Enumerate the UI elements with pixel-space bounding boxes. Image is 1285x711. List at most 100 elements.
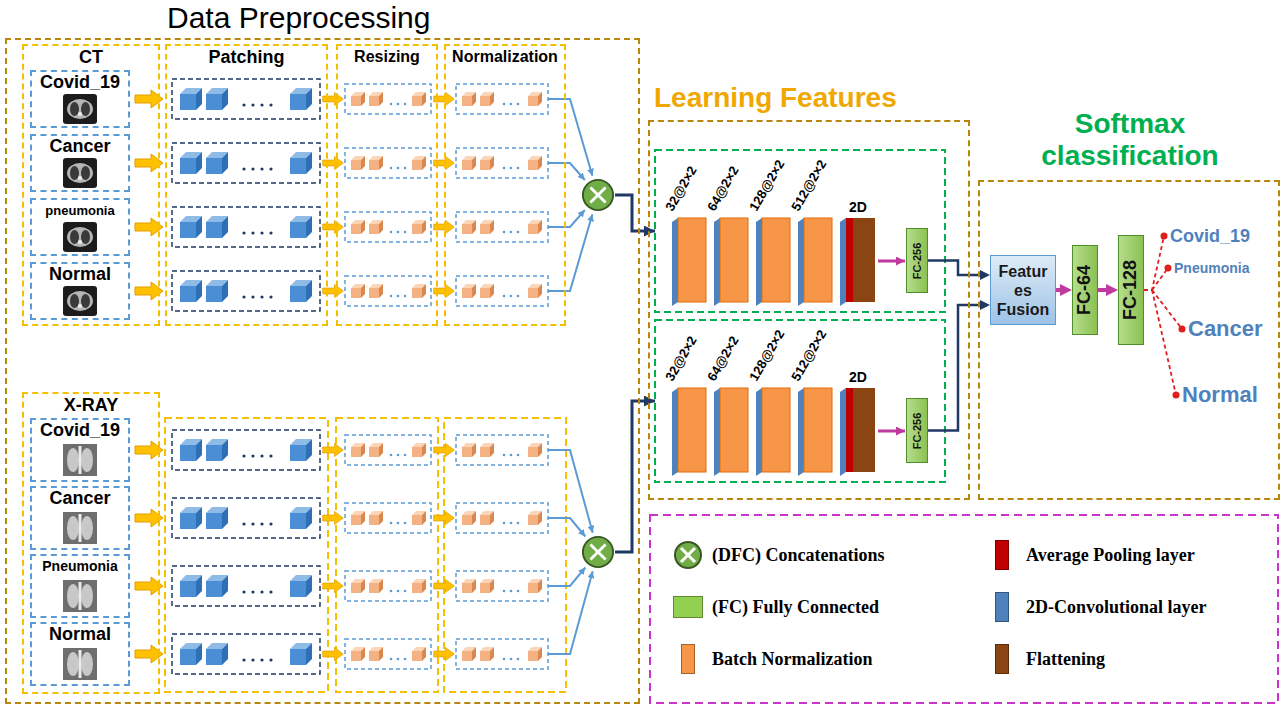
group-box: Covid_19Cancer pneumoniaNormal CT (22, 44, 160, 326)
region-heading: Learning Features (654, 82, 964, 114)
image-box: Cancer (30, 134, 130, 192)
legend-sample (668, 644, 708, 674)
scan-thumbnails (63, 286, 97, 316)
legend-swatch (995, 592, 1009, 622)
legend-text: Batch Normalization (712, 649, 872, 670)
concat-wires (548, 571, 593, 654)
fc-layer-box: FC-64 (1072, 245, 1098, 335)
layer-label: 32@2×2 (662, 333, 700, 384)
output-leaders (1173, 392, 1180, 399)
scan-thumbnails (63, 444, 97, 476)
layer-label: 64@2×2 (704, 163, 742, 214)
legend-sample (668, 592, 708, 622)
layer-name: FC-256 (911, 242, 923, 279)
layer-label: 32@2×2 (662, 163, 700, 214)
preprocessing-rows (135, 634, 548, 674)
group-heading: X-RAY (24, 395, 158, 415)
image-label: pneumonia (32, 200, 128, 221)
concat-wires (548, 99, 593, 654)
scan-thumbnails (63, 94, 97, 124)
preprocessing-rows (135, 271, 548, 311)
output-leaders (1161, 233, 1168, 240)
cnn-branch (878, 260, 905, 263)
group-box: Covid_19CancerPneumoniaNormal X-RAY (22, 392, 160, 694)
output-leaders (1179, 326, 1186, 333)
fusion-label: Featur es Fusion (991, 262, 1055, 319)
concat-wires (548, 210, 585, 227)
class-label: Pneumonia (1174, 260, 1249, 276)
legend-item: (DFC) Concatenations (668, 540, 885, 570)
group-heading: Patching (167, 47, 326, 67)
image-label: Normal (32, 264, 128, 285)
legend-sample (982, 540, 1022, 570)
image-box: Normal (30, 262, 130, 320)
legend-sample (668, 540, 708, 570)
connector-arrow (928, 261, 985, 276)
legend-frame (650, 515, 1278, 703)
concat-wires (548, 214, 592, 291)
group-heading: CT (24, 47, 158, 67)
cnn-branch (853, 218, 875, 302)
scan-thumbnails (63, 512, 97, 544)
legend-swatch (673, 596, 703, 618)
legend-text: (DFC) Concatenations (712, 545, 885, 566)
output-leaders (1144, 233, 1186, 399)
region-panel: Covid_19CancerpneumoniaNormalCTPatchingR… (5, 38, 640, 704)
group-box: Patching (165, 44, 328, 326)
preprocessing-rows (135, 79, 548, 674)
output-leaders (1152, 290, 1182, 329)
image-box: Covid_19 (30, 418, 130, 482)
class-label: Normal (1182, 382, 1258, 407)
region-heading: Softmax classification (1000, 108, 1260, 172)
fc-layer-box: FC-128 (1118, 235, 1144, 345)
cnn-branch (846, 218, 853, 302)
legend-text: (FC) Fully Connected (712, 597, 879, 618)
image-label: Normal (32, 624, 128, 645)
output-leaders (1165, 265, 1172, 272)
concat-symbol (681, 548, 695, 562)
group-box: Resizing (336, 44, 438, 326)
layer-label: 128@2×2 (746, 157, 788, 214)
scan-thumbnails (63, 158, 97, 188)
group-heading: Resizing (338, 47, 436, 67)
concat-symbols (583, 180, 613, 567)
connector-arrow (928, 305, 985, 431)
cnn-branch (762, 218, 790, 302)
legend-text: 2D-Convolutional layer (1026, 597, 1207, 618)
preprocessing-rows (135, 498, 548, 538)
image-box: Pneumonia (30, 554, 130, 618)
concat-symbol (673, 540, 703, 570)
class-label: Cancer (1188, 316, 1263, 341)
preprocessing-rows (135, 566, 548, 606)
image-label: Covid_19 (32, 420, 128, 441)
group-heading: Normalization (446, 47, 564, 67)
concat-wires (548, 450, 593, 533)
cnn-branch (840, 218, 846, 306)
legend-text: Average Pooling layer (1026, 545, 1195, 566)
concat-wires (548, 568, 585, 587)
legend-sample (982, 644, 1022, 674)
scan-thumbnails (63, 580, 97, 612)
image-box: Cancer (30, 486, 130, 550)
connector-arrow (1098, 288, 1112, 292)
image-label: Covid_19 (32, 72, 128, 93)
preprocessing-rows (135, 207, 548, 247)
cnn-branch (798, 218, 804, 306)
output-leaders (1144, 236, 1182, 395)
legend-swatch (995, 644, 1009, 674)
concat-symbols (583, 537, 613, 567)
layer-name: FC-256 (911, 412, 923, 449)
concat-symbols (583, 180, 613, 210)
layer-label: 512@2×2 (788, 327, 830, 384)
image-label: Cancer (32, 136, 128, 157)
image-label: Pneumonia (32, 556, 128, 577)
cnn-branch (672, 218, 678, 306)
fc-layer-box: FC-256 (906, 228, 928, 293)
layer-label: 512@2×2 (788, 157, 830, 214)
cnn-branch (720, 218, 748, 302)
output-leaders (1152, 290, 1176, 395)
layer-label: 128@2×2 (746, 327, 788, 384)
scan-thumbnails (63, 94, 97, 680)
image-box: pneumonia (30, 198, 130, 256)
